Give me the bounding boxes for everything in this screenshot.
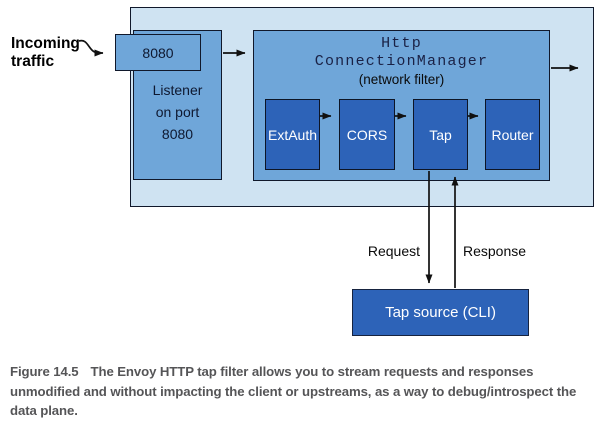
filter-tap: Tap <box>413 99 468 170</box>
filter-cors: CORS <box>339 99 395 170</box>
response-label: Response <box>463 243 527 259</box>
figure-caption-text: The Envoy HTTP tap filter allows you to … <box>10 364 577 418</box>
figure-number: Figure 14.5 <box>10 364 79 379</box>
http-connection-manager-title: Http ConnectionManager <box>314 35 489 70</box>
port-8080-label: 8080 <box>142 44 174 61</box>
filter-extauth: ExtAuth <box>265 99 320 170</box>
filter-router: Router <box>485 99 540 170</box>
filter-tap-label: Tap <box>429 126 452 143</box>
tap-source-cli-box: Tap source (CLI) <box>352 289 529 336</box>
listener-label: Listener on port 8080 <box>152 82 203 142</box>
incoming-traffic-label: Incoming traffic <box>11 35 80 70</box>
filter-extauth-label: ExtAuth <box>267 126 318 143</box>
request-label: Request <box>367 243 420 259</box>
filter-cors-label: CORS <box>346 126 388 143</box>
incoming-traffic-arrow <box>78 39 104 57</box>
filter-router-label: Router <box>491 126 534 143</box>
network-filter-subtitle: (network filter) <box>358 72 445 87</box>
port-8080-box: 8080 <box>115 34 201 71</box>
tap-source-cli-label: Tap source (CLI) <box>385 304 496 321</box>
